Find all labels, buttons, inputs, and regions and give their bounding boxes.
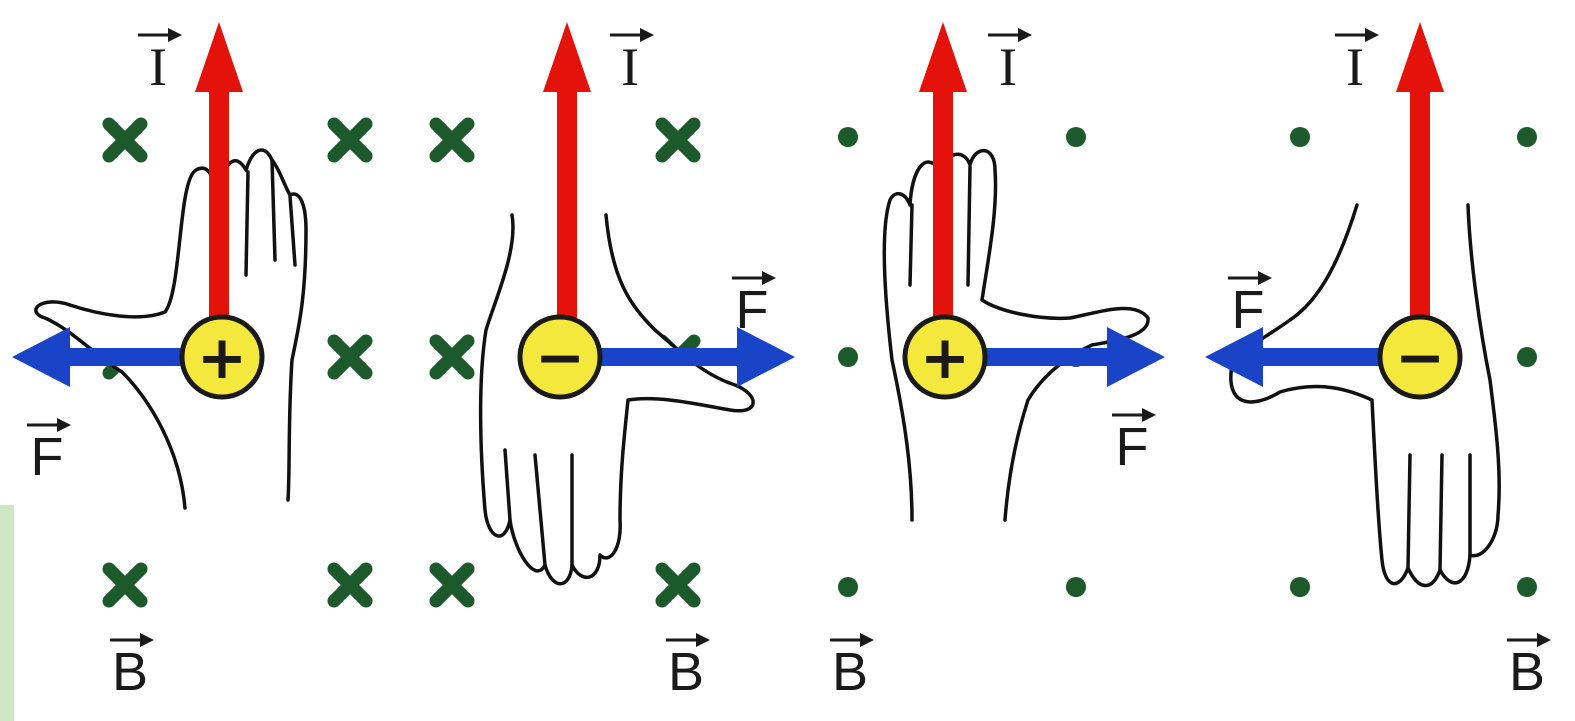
svg-text:B: B bbox=[832, 642, 868, 702]
hand-2 bbox=[478, 213, 755, 586]
svg-text:F: F bbox=[1232, 280, 1265, 340]
field-label: B bbox=[110, 633, 154, 702]
charge-sign: − bbox=[535, 323, 585, 393]
force-label: F bbox=[732, 271, 776, 340]
field-cross-icon bbox=[429, 562, 475, 608]
svg-text:I: I bbox=[149, 37, 167, 97]
field-cross-icon bbox=[655, 562, 701, 608]
svg-text:I: I bbox=[999, 37, 1017, 97]
svg-text:F: F bbox=[1116, 417, 1149, 477]
field-dot-icon bbox=[838, 127, 858, 147]
field-dot-icon bbox=[1066, 577, 1086, 597]
vectors-panel-4: − bbox=[1205, 22, 1463, 400]
svg-text:B: B bbox=[112, 642, 148, 702]
field-cross-icon bbox=[429, 334, 475, 380]
force-arrow bbox=[982, 327, 1165, 387]
field-label: B bbox=[666, 633, 710, 702]
charge: − bbox=[517, 314, 603, 400]
force-label: F bbox=[1112, 408, 1156, 477]
field-cross-icon bbox=[429, 117, 475, 163]
charge-sign: + bbox=[197, 323, 247, 393]
field-dot-icon bbox=[1517, 127, 1537, 147]
field-cross-icon bbox=[327, 562, 373, 608]
field-cross-icon bbox=[327, 334, 373, 380]
force-arrow bbox=[1205, 327, 1380, 387]
current-label: I bbox=[138, 28, 182, 97]
field-dot-icon bbox=[1066, 127, 1086, 147]
vectors-panel-3: + bbox=[902, 22, 1165, 400]
current-arrow bbox=[919, 22, 967, 357]
current-label: I bbox=[1335, 28, 1379, 97]
field-cross-icon bbox=[655, 117, 701, 163]
field-label: B bbox=[830, 633, 874, 702]
field-dot-icon bbox=[1290, 577, 1310, 597]
svg-text:B: B bbox=[668, 642, 704, 702]
field-cross-icon bbox=[327, 117, 373, 163]
field-dot-icon bbox=[1517, 347, 1537, 367]
charge-sign: − bbox=[1395, 323, 1445, 393]
field-cross-icon bbox=[102, 117, 148, 163]
force-label: F bbox=[1228, 271, 1272, 340]
current-arrow bbox=[543, 22, 591, 357]
svg-text:B: B bbox=[1509, 642, 1545, 702]
field-cross-icon bbox=[102, 562, 148, 608]
force-arrow bbox=[597, 327, 795, 387]
force-arrow bbox=[12, 327, 190, 387]
svg-text:I: I bbox=[621, 37, 639, 97]
field-dot-icon bbox=[838, 577, 858, 597]
svg-text:I: I bbox=[1346, 37, 1364, 97]
field-label: B bbox=[1507, 633, 1551, 702]
current-arrow bbox=[1396, 22, 1444, 357]
svg-text:F: F bbox=[31, 427, 64, 487]
svg-text:F: F bbox=[736, 280, 769, 340]
charge: + bbox=[179, 314, 265, 400]
charge: − bbox=[1377, 314, 1463, 400]
field-dot-icon bbox=[838, 347, 858, 367]
field-dot-icon bbox=[1290, 127, 1310, 147]
charge: + bbox=[902, 314, 988, 400]
force-label: F bbox=[27, 418, 71, 487]
vectors-panel-1: + bbox=[12, 22, 265, 400]
field-dot-icon bbox=[1517, 577, 1537, 597]
charge-sign: + bbox=[920, 323, 970, 393]
side-panel bbox=[0, 505, 14, 721]
current-arrow bbox=[195, 22, 243, 357]
vectors-panel-2: − bbox=[517, 22, 795, 400]
current-label: I bbox=[610, 28, 654, 97]
current-label: I bbox=[988, 28, 1032, 97]
